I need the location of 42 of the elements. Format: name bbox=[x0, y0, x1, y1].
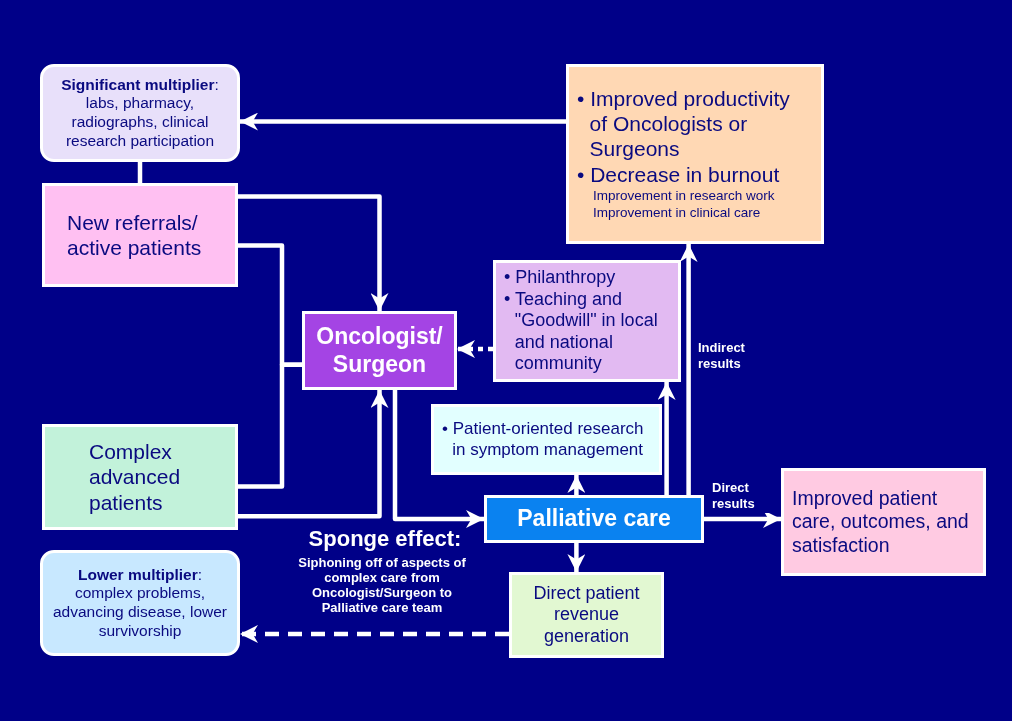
node-text: Complex advanced patients bbox=[88, 439, 182, 515]
arrow bbox=[392, 390, 484, 528]
process-box bbox=[42, 183, 238, 287]
process-box bbox=[493, 260, 681, 382]
node-text: Lower multiplier: complex problems, advancing disease, lower survivorship bbox=[51, 565, 229, 641]
arrow bbox=[567, 543, 586, 572]
bullet-item: • Philanthropy bbox=[504, 267, 617, 289]
arrow bbox=[657, 382, 676, 495]
arrow bbox=[238, 390, 389, 519]
arrow bbox=[238, 194, 389, 311]
arrow bbox=[240, 112, 566, 131]
process-box bbox=[431, 404, 662, 475]
node-text: New referrals/ active patients bbox=[66, 209, 203, 261]
arrow bbox=[567, 475, 586, 495]
node-text: Oncologist/ Surgeon bbox=[315, 322, 444, 379]
connector-line bbox=[238, 362, 302, 489]
arrow bbox=[679, 244, 698, 495]
node-text: Direct patient revenue generation bbox=[532, 582, 641, 648]
role-box bbox=[302, 311, 457, 390]
process-box bbox=[566, 64, 824, 244]
connector-line bbox=[137, 162, 143, 183]
node-text: Significant multiplier: labs, pharmacy, radiographs, clinical research participation bbox=[60, 75, 220, 151]
heading-label: Sponge effect: bbox=[307, 526, 463, 552]
node-text: Palliative care bbox=[517, 505, 671, 533]
dashed-arrow bbox=[457, 340, 493, 359]
arrow bbox=[704, 510, 781, 528]
process-box bbox=[40, 550, 240, 656]
bullet-item: • Teaching and "Goodwill" in local and national community bbox=[504, 288, 659, 375]
process-box bbox=[509, 572, 664, 658]
process-box bbox=[781, 468, 986, 576]
bullet-item: • Decrease in burnout bbox=[577, 161, 781, 187]
process-box bbox=[40, 64, 240, 162]
node-text: Improved patient care, outcomes, and satisfaction bbox=[792, 486, 970, 558]
detail-text: Improvement in clinical care bbox=[593, 204, 761, 222]
process-box bbox=[42, 424, 238, 530]
bullet-item: • Patient-oriented research in symptom management bbox=[442, 419, 645, 460]
note-text: Siphoning off of aspects of complex care from Oncologist/Surgeon to Palliative care team bbox=[297, 556, 467, 616]
service-box bbox=[484, 495, 704, 543]
detail-text: Improvement in research work bbox=[593, 186, 775, 205]
edge-label: Direct results bbox=[712, 480, 772, 513]
bullet-item: • Improved productivity of Oncologists or Surgeons bbox=[577, 86, 791, 162]
dashed-arrow bbox=[240, 624, 509, 643]
